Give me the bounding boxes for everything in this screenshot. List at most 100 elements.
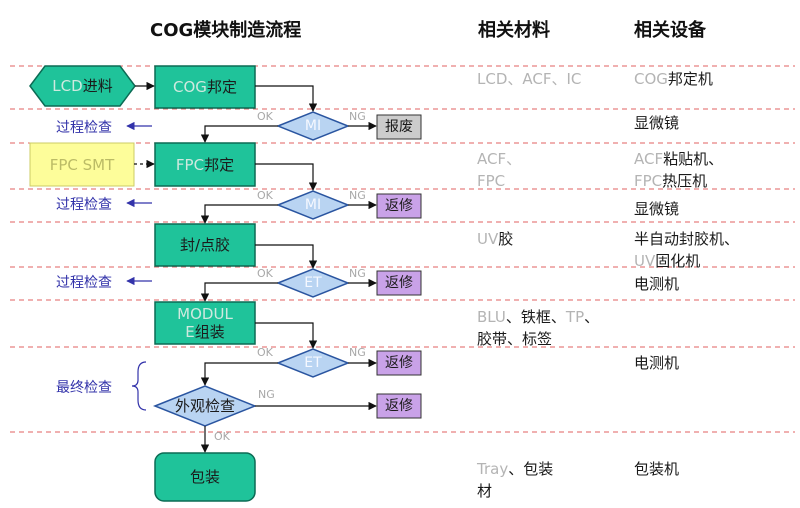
arrow-et2-ok-visual	[200, 362, 278, 386]
fpc-smt-label: FPC SMT	[49, 155, 115, 174]
material-row-5-dark: 、包装	[508, 460, 554, 478]
material-row-4-dark-b: 、	[584, 308, 600, 326]
material-row-3: UV胶	[477, 228, 513, 250]
arrow-mi-ok-fpc	[200, 125, 278, 143]
equipment-column-header: 相关设备	[634, 20, 706, 41]
module-assembly-label: MODUL E组装	[155, 302, 255, 344]
fpc-smt-box	[29, 142, 135, 187]
material-row-4-line-1: BLU、铁框、TP、	[477, 306, 599, 328]
equipment-row-3-gray-2: FPC	[634, 172, 663, 190]
equipment-row-4: 显微镜	[634, 200, 680, 218]
equipment-row-6: 电测机	[634, 275, 680, 293]
material-row-4-gray-b: TP	[565, 308, 585, 326]
ok-label: OK	[257, 346, 273, 359]
packing-box	[154, 452, 256, 502]
material-row-1: LCD、ACF、IC	[477, 70, 582, 88]
ok-label: OK	[257, 110, 273, 123]
equipment-row-7: 电测机	[634, 354, 680, 372]
equipment-row-1-gray: COG	[634, 70, 668, 88]
seal-label: 封/点胶	[179, 236, 231, 254]
scrap-box	[376, 114, 422, 140]
equipment-row-5-line-1: 半自动封胶机、	[634, 230, 740, 248]
ng-label: NG	[349, 189, 366, 202]
equipment-row-5-gray: UV	[634, 252, 656, 270]
rework-box-4	[376, 393, 422, 419]
final-check-label: 最终检查	[56, 380, 112, 396]
equipment-row-3-dark-1: 粘贴机、	[663, 150, 724, 168]
material-row-3-dark: 胶	[498, 230, 514, 248]
process-check-label: 过程检查	[56, 120, 112, 136]
mi-decision-2-label: MI	[304, 197, 322, 213]
process-check-label: 过程检查	[56, 275, 112, 291]
ng-label: NG	[349, 346, 366, 359]
arrow-cog-to-mi	[255, 85, 318, 112]
material-row-5-line-1: Tray、包装	[477, 458, 553, 480]
material-row-4-dark-a: 、铁框、	[505, 308, 566, 326]
arrow-mi2-ok-seal	[200, 204, 278, 224]
rework-box-1	[376, 193, 422, 219]
equipment-row-2: 显微镜	[634, 114, 680, 132]
rework-label-3: 返修	[385, 355, 413, 371]
equipment-row-3-line-2: FPC热压机	[634, 170, 707, 192]
material-row-3-gray: UV	[477, 230, 499, 248]
rework-box-3	[376, 350, 422, 376]
equipment-row-3-line-1: ACF粘贴机、	[634, 148, 723, 170]
arrow-fpc-to-mi	[255, 163, 318, 191]
module-line-2: E组装	[185, 323, 225, 341]
material-row-5-gray: Tray	[477, 460, 509, 478]
fpc-bond-gray-text: FPC	[175, 155, 205, 174]
material-row-4-line-2: 胶带、标签	[477, 330, 553, 348]
fpc-bond-box	[154, 142, 256, 187]
ok-label: OK	[214, 430, 230, 443]
et-decision-1-label: ET	[304, 275, 322, 291]
materials-column-header: 相关材料	[478, 20, 550, 41]
equipment-row-5-line-2: UV固化机	[634, 250, 700, 272]
ok-label: OK	[257, 267, 273, 280]
module-dark-text: 组装	[194, 323, 225, 341]
seal-box	[154, 223, 256, 267]
material-row-2-line-2: FPC	[477, 172, 506, 190]
ng-label: NG	[349, 110, 366, 123]
material-row-5-line-2: 材	[477, 482, 493, 500]
material-row-2-line-1: ACF、	[477, 150, 522, 168]
ng-label: NG	[258, 388, 275, 401]
rework-label-1: 返修	[385, 198, 413, 214]
equipment-row-3-gray-1: ACF	[634, 150, 664, 168]
page-title: COG模块制造流程	[150, 20, 302, 41]
module-assembly-box	[154, 301, 256, 345]
packing-label: 包装	[189, 468, 220, 486]
equipment-row-3-dark-2: 热压机	[662, 172, 708, 190]
ng-label: NG	[349, 267, 366, 280]
et-decision-2-label: ET	[304, 355, 322, 371]
row-dividers	[10, 65, 795, 433]
fpc-bond-dark-text: 邦定	[204, 155, 235, 174]
final-check-brace	[131, 361, 147, 411]
process-check-label: 过程检查	[56, 197, 112, 213]
rework-label-4: 返修	[385, 398, 413, 414]
arrow-seal-to-et	[255, 244, 318, 269]
mi-decision-1-label: MI	[304, 118, 322, 134]
rework-label-2: 返修	[385, 275, 413, 291]
lcd-intake-gray-text: LCD	[52, 77, 83, 95]
visual-inspection-label: 外观检查	[174, 397, 235, 415]
equipment-row-5-dark: 固化机	[655, 252, 701, 270]
rework-box-2	[376, 270, 422, 296]
scrap-label: 报废	[385, 119, 413, 135]
equipment-row-8: 包装机	[634, 460, 680, 478]
cog-bond-gray-text: COG	[173, 78, 207, 96]
equipment-row-1-dark: 邦定机	[667, 70, 713, 88]
cog-bond-dark-text: 邦定	[206, 78, 237, 96]
equipment-row-1: COG邦定机	[634, 68, 713, 90]
ok-label: OK	[257, 189, 273, 202]
module-gray-text-1: MODUL	[177, 305, 233, 323]
arrow-et-ok-module	[200, 282, 278, 302]
lcd-intake-dark-text: 进料	[82, 77, 113, 95]
module-gray-text-2: E	[185, 323, 195, 341]
arrow-module-to-et	[255, 322, 318, 349]
material-row-4-gray-a: BLU	[477, 308, 506, 326]
cog-bond-box	[154, 65, 256, 109]
